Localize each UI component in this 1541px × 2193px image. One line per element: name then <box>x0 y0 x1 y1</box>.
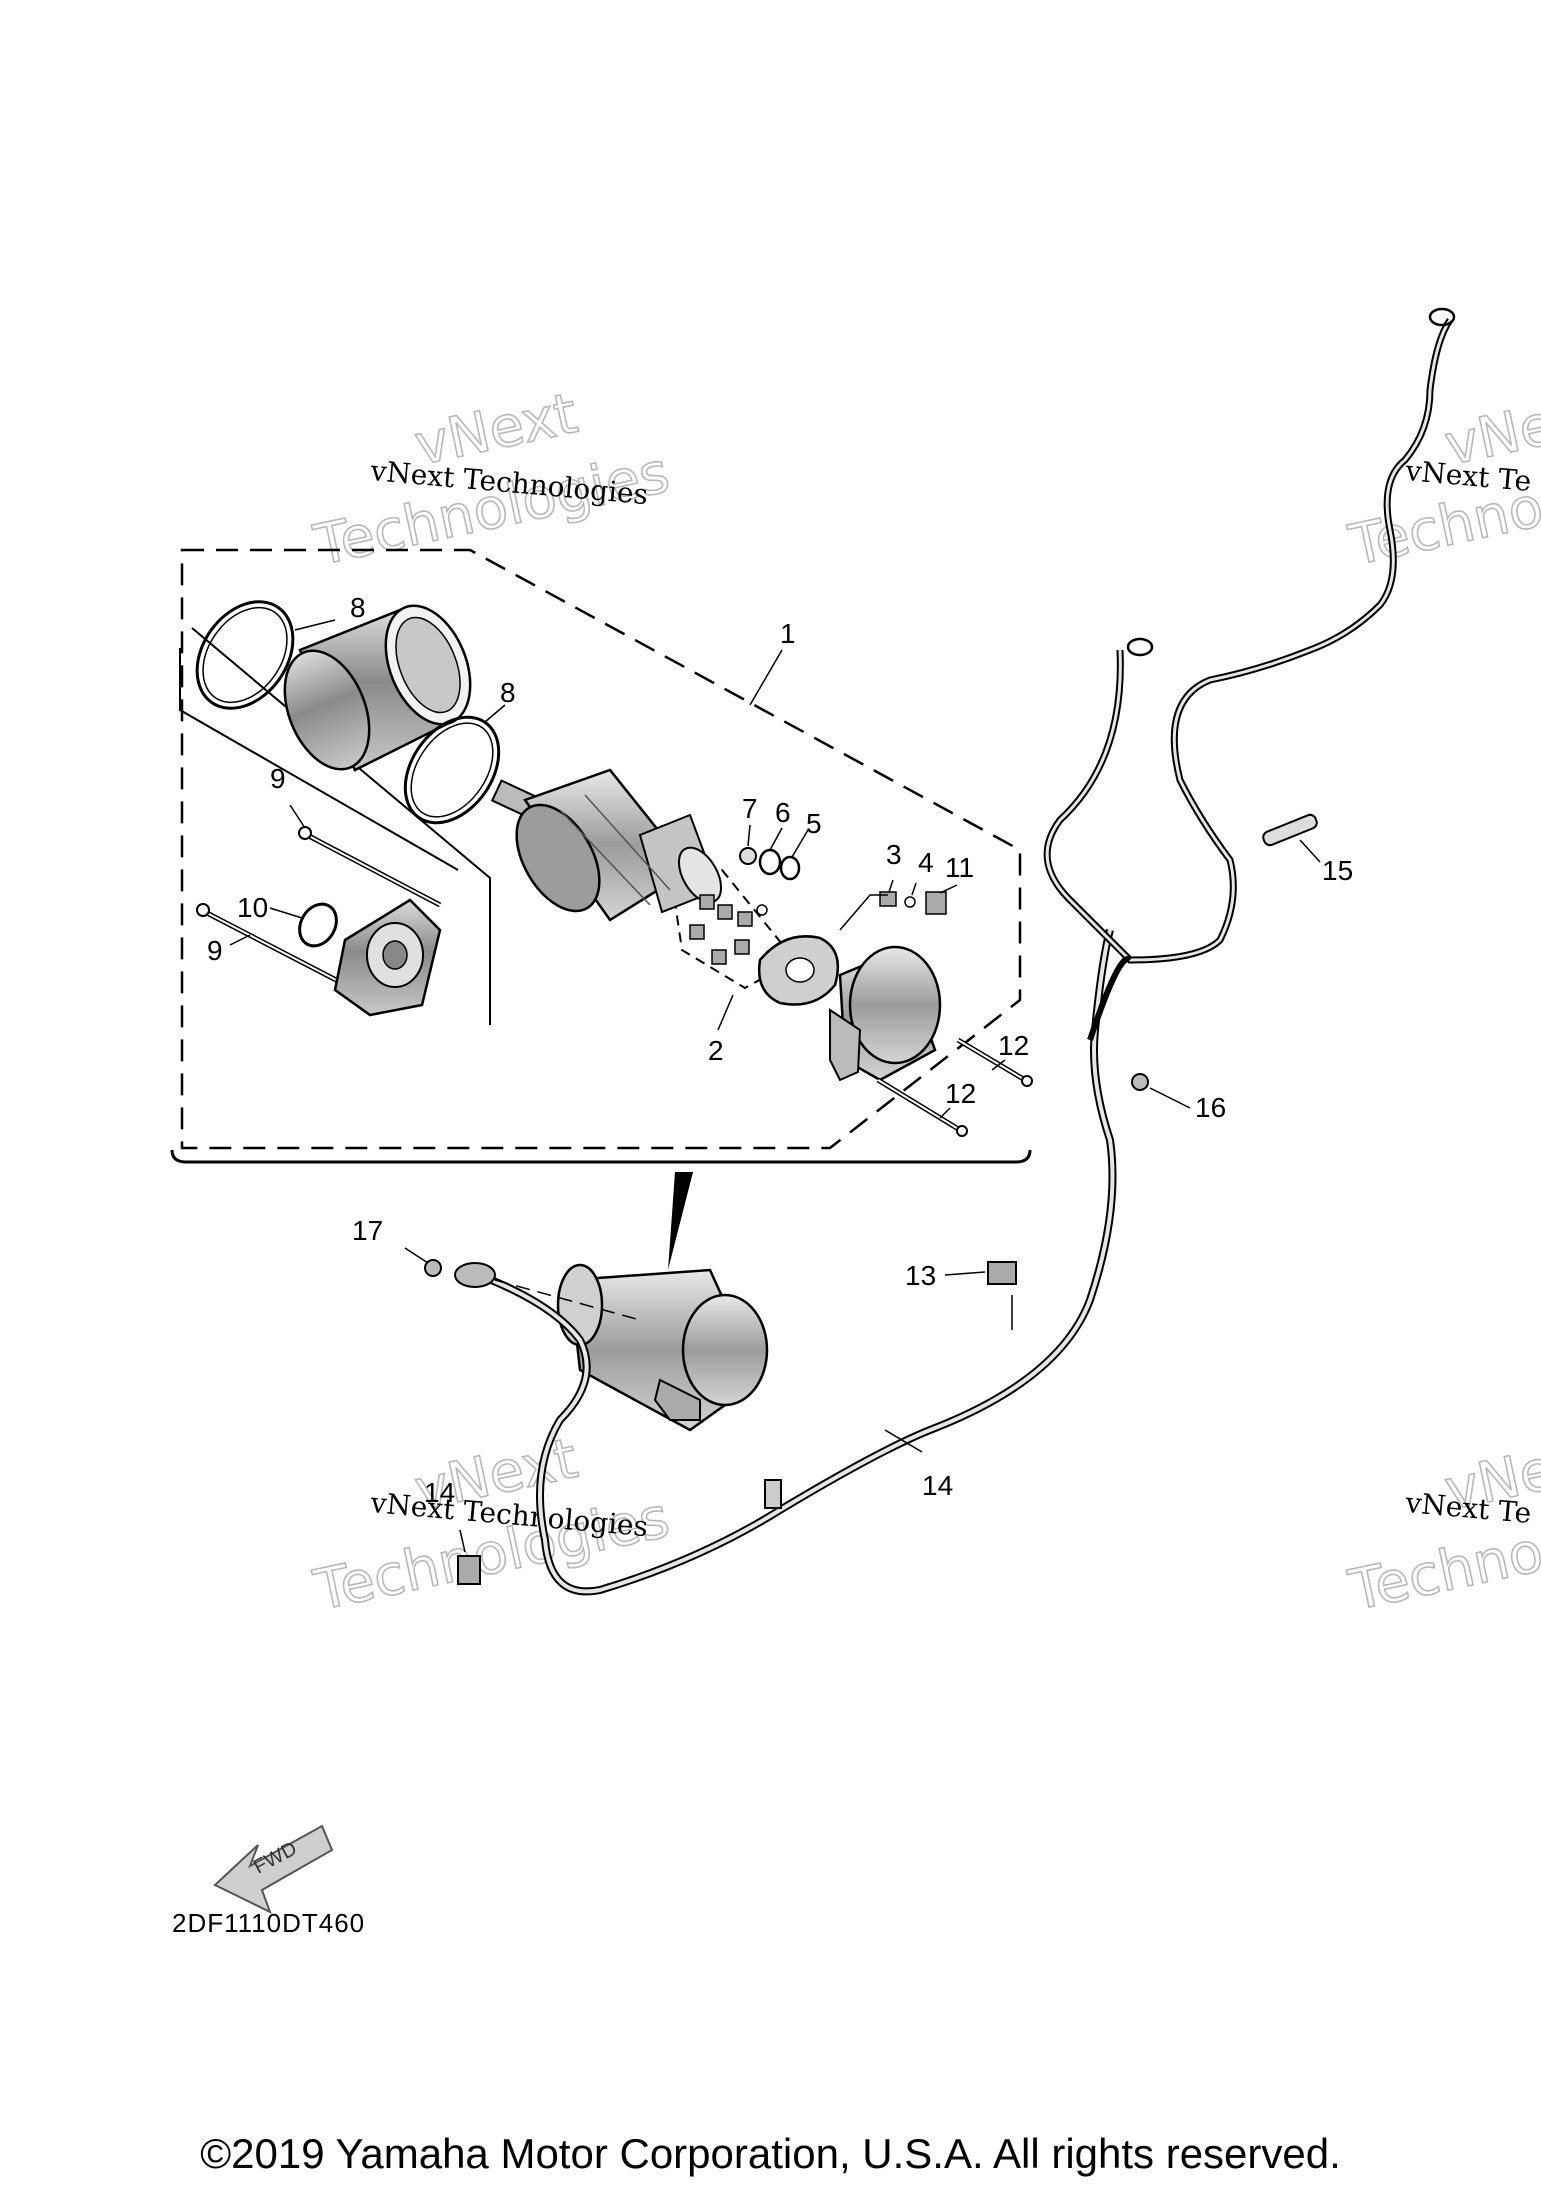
battery-cable <box>1043 317 1453 964</box>
callout-13: 14 <box>922 1470 953 1501</box>
battery-cable-branch <box>1087 956 1133 1041</box>
fwd-arrow: FWD <box>213 1824 334 1914</box>
terminal-cover <box>987 1261 1017 1285</box>
end-cover <box>333 898 442 1017</box>
callout-3: 3 <box>886 839 902 870</box>
o-ring <box>410 722 494 818</box>
through-bolt <box>196 903 342 985</box>
callout-4: 4 <box>918 847 934 878</box>
washer <box>739 847 757 865</box>
through-bolt <box>298 826 442 908</box>
callout-9: 9 <box>207 935 223 966</box>
callout-17: 17 <box>352 1215 383 1246</box>
starter-motor-assembled <box>556 1263 769 1432</box>
assembly-boundary <box>180 548 1022 1150</box>
cable-clip <box>764 1479 782 1509</box>
small-o-ring <box>298 902 338 948</box>
yoke-cylinder <box>283 604 472 772</box>
copyright-notice: ©2019 Yamaha Motor Corporation, U.S.A. A… <box>200 2130 1341 2177</box>
callout-14: 13 <box>905 1260 936 1291</box>
callout-2: 2 <box>708 1035 724 1066</box>
callout-10: 10 <box>237 892 268 923</box>
leader-lines <box>229 619 1321 1553</box>
washer <box>758 848 782 876</box>
cable-leader <box>494 1279 641 1321</box>
assembly-bracket <box>170 1149 1032 1164</box>
mounting-bolt <box>956 1037 1033 1087</box>
mounting-bolt <box>876 1077 968 1137</box>
o-ring <box>202 606 288 704</box>
armature <box>490 768 723 922</box>
subgroup-outline <box>179 648 459 871</box>
callout-11: 11 <box>945 852 974 883</box>
callout-6: 6 <box>775 797 791 828</box>
terminal-washer <box>904 896 916 908</box>
o-ring <box>195 600 295 710</box>
callout-1: 1 <box>780 618 796 649</box>
leader <box>839 894 888 931</box>
cable-boot <box>454 1262 496 1288</box>
callout-8: 8 <box>500 677 516 708</box>
callout-12: 12 <box>945 1078 976 1109</box>
assembly-pointer <box>668 1172 693 1270</box>
cable-bolt <box>1131 1073 1149 1091</box>
diagram-code: 2DF1110DT460 <box>172 1908 366 1938</box>
o-ring <box>403 715 501 825</box>
callout-12: 12 <box>998 1030 1029 1061</box>
ring-terminal <box>1428 307 1456 327</box>
callout-9: 9 <box>270 763 286 794</box>
callout-labels: 8 8 1 9 10 9 7 6 5 2 3 4 11 12 12 17 13 … <box>207 592 1353 1508</box>
callout-8: 8 <box>350 592 366 623</box>
brush-holder-parts <box>689 894 768 965</box>
watermark-partial-word2: Techno <box>1343 1520 1541 1624</box>
callout-15: 15 <box>1322 855 1353 886</box>
fuse-holder <box>1262 813 1318 847</box>
o-ring-small <box>779 855 801 881</box>
brush-plate-hole <box>785 957 815 983</box>
terminal-nut <box>424 1259 442 1277</box>
front-housing <box>829 945 942 1082</box>
callout-7: 7 <box>742 793 758 824</box>
terminal-cover <box>457 1555 481 1585</box>
terminal-bolt <box>925 891 947 915</box>
callout-16: 16 <box>1195 1092 1226 1123</box>
terminal-nut <box>879 891 897 907</box>
callout-5: 5 <box>806 808 822 839</box>
callout-14: 14 <box>424 1477 455 1508</box>
ring-terminal <box>1126 637 1154 657</box>
